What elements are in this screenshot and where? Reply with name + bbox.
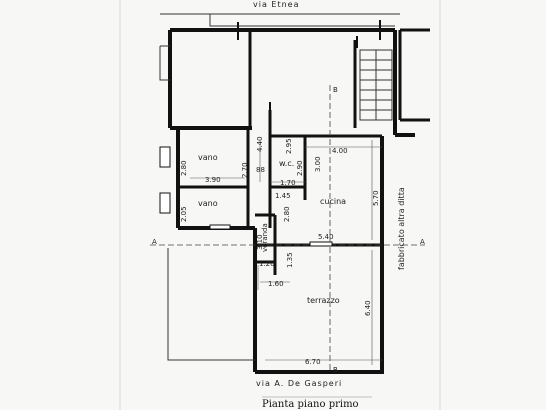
room-terrazzo: terrazzo	[307, 296, 340, 305]
street-top-label: via Etnea	[253, 0, 300, 9]
adjacent-building	[398, 28, 430, 122]
room-veranda: veranda	[261, 223, 269, 252]
dim-5-70: 5.70	[372, 190, 380, 206]
section-mark-a-right: A	[420, 238, 425, 246]
dimension-lines	[190, 140, 382, 365]
door-marks	[159, 146, 333, 247]
dim-1-60: 1.60	[268, 280, 284, 288]
room-wc: w.c.	[279, 159, 294, 168]
dim-2-80-b: 2.80	[283, 206, 291, 222]
dim-2-80-a: 2.80	[180, 160, 188, 176]
left-boundary	[159, 45, 255, 361]
dim-3-10: 3.10	[256, 234, 264, 250]
dim-4-40: 4.40	[256, 136, 264, 152]
dim-1-35: 1.35	[286, 252, 294, 268]
dim-1-70: 1.70	[280, 179, 296, 187]
wall-ticks	[237, 20, 381, 112]
dim-3-90: 3.90	[205, 176, 221, 184]
room-cucina: cucina	[320, 197, 346, 206]
interior-walls	[178, 30, 382, 275]
section-mark-b-bottom: B	[333, 366, 338, 374]
dim-6-40: 6.40	[364, 300, 372, 316]
section-mark-a-left: A	[152, 238, 157, 246]
outer-walls	[168, 28, 415, 374]
room-vano-bottom: vano	[198, 199, 218, 208]
dim-2-70: 2.70	[241, 162, 249, 178]
dim-4-00: 4.00	[332, 147, 348, 155]
plan-caption: Pianta piano primo	[262, 399, 359, 410]
dim-5-40: 5.40	[318, 233, 334, 241]
dim-1-20: 1.20	[259, 260, 275, 268]
dim-6-70: 6.70	[305, 358, 321, 366]
top-street	[160, 13, 400, 27]
dim-2-95: 2.95	[285, 138, 293, 154]
street-bottom-label: via A. De Gasperi	[256, 379, 342, 388]
dim-88: 88	[256, 166, 265, 174]
section-mark-b-top: B	[333, 86, 338, 94]
dim-2-05: 2.05	[180, 206, 188, 222]
staircase	[359, 49, 393, 121]
room-vano-top: vano	[198, 153, 218, 162]
dim-2-90: 2.90	[296, 160, 304, 176]
dim-3-00: 3.00	[314, 156, 322, 172]
dim-1-45: 1.45	[275, 192, 291, 200]
adjacent-building-label: fabbricato altra ditta	[397, 187, 406, 270]
